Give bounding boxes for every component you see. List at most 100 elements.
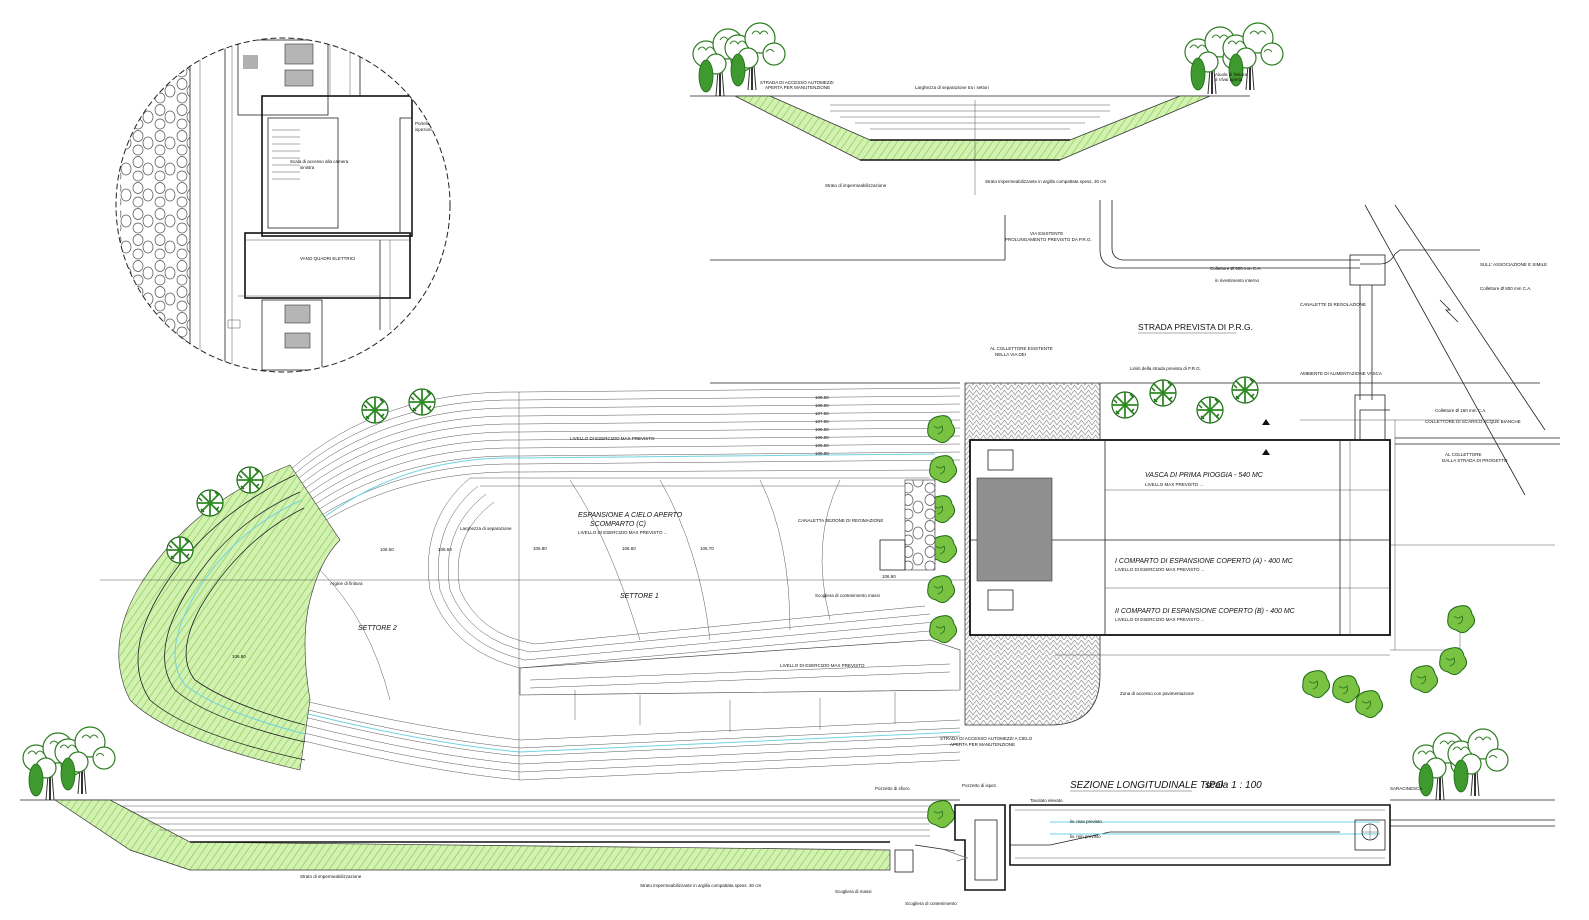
- svg-text:COLLETTORE DI SCARICO ACQUE BI: COLLETTORE DI SCARICO ACQUE BIANCHE: [1425, 419, 1521, 424]
- svg-text:106.90: 106.90: [882, 574, 896, 579]
- svg-text:Collettore Ø 600 mm C.A.: Collettore Ø 600 mm C.A.: [1210, 266, 1262, 271]
- svg-text:Strato di impermeabilizzazione: Strato di impermeabilizzazione: [825, 183, 887, 188]
- shrub-icon: [927, 575, 956, 604]
- detail-circle: Portella di ispezione Scala di accesso a…: [115, 37, 451, 373]
- shrub-icon: [1332, 675, 1361, 704]
- comparto-b-label: II COMPARTO DI ESPANSIONE COPERTO (B) - …: [1115, 608, 1296, 615]
- svg-text:LIVELLO DI ESERCIZIO MAX PREVI: LIVELLO DI ESERCIZIO MAX PREVISTO: [780, 663, 865, 668]
- svg-text:VANO QUADRI ELETTRICI: VANO QUADRI ELETTRICI: [300, 256, 355, 261]
- svg-text:Collettore Ø 160 mm C.A.: Collettore Ø 160 mm C.A.: [1435, 408, 1487, 413]
- svg-text:VIA ESISTENTE: VIA ESISTENTE: [1030, 231, 1063, 236]
- svg-text:106.60: 106.60: [622, 546, 636, 551]
- svg-text:Portella di: Portella di: [415, 121, 435, 126]
- svg-text:CANALETTA SEZIONE DI REGIMAZIO: CANALETTA SEZIONE DI REGIMAZIONE: [798, 518, 883, 523]
- svg-text:108.50: 108.50: [815, 395, 829, 400]
- top-right-area: VIA ESISTENTE PROLUNGAMENTO PREVISTO DA …: [710, 200, 1547, 496]
- svg-text:Limiti della strada prevista d: Limiti della strada prevista di P.R.G.: [1130, 366, 1201, 371]
- svg-text:LIVELLO DI ESERCIZIO MAX PREVI: LIVELLO DI ESERCIZIO MAX PREVISTO: [570, 436, 655, 441]
- section-title: SEZIONE LONGITUDINALE TIPO: [1070, 780, 1224, 791]
- shrub-icon: [1447, 605, 1476, 634]
- longitudinal-section: SEZIONE LONGITUDINALE TIPO scala 1 : 100: [20, 726, 1555, 906]
- section-scale: scala 1 : 100: [1205, 780, 1262, 791]
- contour-levels: 108.50 108.00 107.50 107.00 106.50 106.0…: [815, 395, 829, 456]
- svg-text:Scogliera di contenimento: Scogliera di contenimento: [905, 901, 957, 906]
- spot-levels: 106.50 106.60 106.80 106.60 106.70 106.9…: [232, 546, 896, 659]
- shrub-icon: [408, 388, 436, 416]
- svg-text:Zona di accesso con pavimentaz: Zona di accesso con pavimentazione: [1120, 691, 1195, 696]
- shrub-icon: [927, 800, 956, 829]
- shrub-icon: [1355, 690, 1384, 719]
- svg-text:AMBIENTE DI ALIMENTAZIONE VASC: AMBIENTE DI ALIMENTAZIONE VASCA: [1300, 371, 1382, 376]
- svg-text:Pozzetto di ispez.: Pozzetto di ispez.: [962, 783, 997, 788]
- svg-text:LIVELLO DI ESERCIZIO MAX PREVI: LIVELLO DI ESERCIZIO MAX PREVISTO ...: [1115, 617, 1204, 622]
- shrub-icon: [166, 536, 194, 564]
- svg-text:106.90: 106.90: [232, 654, 246, 659]
- shrub-icon: [1111, 391, 1139, 419]
- svg-text:Tavolato elevato: Tavolato elevato: [1030, 798, 1063, 803]
- shrub-icon: [361, 396, 389, 424]
- svg-text:APERTA PER MANUTENZIONE: APERTA PER MANUTENZIONE: [950, 742, 1015, 747]
- shrub-icon: [236, 466, 264, 494]
- shrub-icon: [1302, 670, 1331, 699]
- svg-text:liv. max previsto: liv. max previsto: [1070, 819, 1102, 824]
- svg-text:108.00: 108.00: [815, 403, 829, 408]
- svg-text:APERTA PER MANUTENZIONE: APERTA PER MANUTENZIONE: [765, 85, 830, 90]
- comparto-a-label: I COMPARTO DI ESPANSIONE COPERTO (A) - 4…: [1115, 558, 1294, 565]
- svg-text:Strato di impermeabilizzazione: Strato di impermeabilizzazione: [300, 874, 362, 879]
- shrub-icon: [1196, 396, 1224, 424]
- svg-text:105.50: 105.50: [815, 443, 829, 448]
- shrub-icon: [929, 615, 958, 644]
- cross-section: STRADA DI ACCESSO AUTOMEZZI APERTA PER M…: [690, 22, 1284, 195]
- settore-1-label: SETTORE 1: [620, 593, 659, 600]
- svg-text:SULL' ASSOCIAZIONE E SIMILE: SULL' ASSOCIAZIONE E SIMILE: [1480, 262, 1547, 267]
- shrub-icon: [196, 489, 224, 517]
- svg-text:106.50: 106.50: [815, 427, 829, 432]
- svg-text:STRADA DI ACCESSO AUTOMEZZI A: STRADA DI ACCESSO AUTOMEZZI A CIELO: [940, 736, 1033, 741]
- svg-text:Larghezza di separazione tra i: Larghezza di separazione tra i settori: [915, 85, 989, 90]
- svg-text:106.00: 106.00: [815, 435, 829, 440]
- svg-text:sinistra: sinistra: [300, 165, 315, 170]
- shrub-icon: [1149, 379, 1177, 407]
- svg-text:ispezione: ispezione: [415, 127, 435, 132]
- svg-text:STRADA DI ACCESSO AUTOMEZZI: STRADA DI ACCESSO AUTOMEZZI: [760, 80, 834, 85]
- svg-text:Strato impermeabilizzante in a: Strato impermeabilizzante in argilla com…: [640, 883, 762, 888]
- svg-text:CANALETTE DI REGOLAZIONE: CANALETTE DI REGOLAZIONE: [1300, 302, 1366, 307]
- shrub-icon: [929, 455, 958, 484]
- settore-2-label: SETTORE 2: [358, 625, 397, 632]
- shrub-icon: [1231, 376, 1259, 404]
- svg-text:a Vivai aperta: a Vivai aperta: [1215, 77, 1243, 82]
- espansione-label: ESPANSIONE A CIELO APERTO: [578, 512, 683, 519]
- svg-text:Scogliera di massi: Scogliera di massi: [835, 889, 872, 894]
- svg-text:106.60: 106.60: [438, 547, 452, 552]
- svg-text:106.80: 106.80: [533, 546, 547, 551]
- svg-text:107.00: 107.00: [815, 419, 829, 424]
- svg-text:Collettore Ø 800 mm C.A.: Collettore Ø 800 mm C.A.: [1480, 286, 1532, 291]
- svg-text:107.50: 107.50: [815, 411, 829, 416]
- shrub-icon: [1439, 647, 1468, 676]
- svg-text:106.70: 106.70: [700, 546, 714, 551]
- svg-text:105.00: 105.00: [815, 451, 829, 456]
- svg-text:SARACINESCA: SARACINESCA: [1390, 786, 1422, 791]
- vasca-prima-pioggia-label: VASCA DI PRIMA PIOGGIA - 540 MC: [1145, 472, 1264, 479]
- svg-text:LIVELLO DI ESERCIZIO MAX PREVI: LIVELLO DI ESERCIZIO MAX PREVISTO ...: [578, 530, 667, 535]
- svg-text:Pozzetto di sfioro: Pozzetto di sfioro: [875, 786, 910, 791]
- svg-text:AL COLLETTORE ESISTENTE: AL COLLETTORE ESISTENTE: [990, 346, 1053, 351]
- plan-view: VASCA DI PRIMA PIOGGIA - 540 MC I COMPAR…: [100, 376, 1560, 781]
- svg-text:NELLA VIA DEI: NELLA VIA DEI: [995, 352, 1026, 357]
- shrub-icon: [1410, 665, 1439, 694]
- svg-text:PROLUNGAMENTO PREVISTO DA P.R.: PROLUNGAMENTO PREVISTO DA P.R.G.: [1005, 237, 1092, 242]
- svg-text:Argine di finitura: Argine di finitura: [330, 581, 363, 586]
- svg-text:Larghezza di separazione: Larghezza di separazione: [460, 526, 512, 531]
- svg-text:DALLA STRADA DI PROGETTO: DALLA STRADA DI PROGETTO: [1442, 458, 1508, 463]
- svg-text:in rivestimento interno: in rivestimento interno: [1215, 278, 1260, 283]
- svg-text:Scala di accesso alla camera: Scala di accesso alla camera: [290, 159, 349, 164]
- svg-text:LIVELLO MAX PREVISTO ...: LIVELLO MAX PREVISTO ...: [1145, 482, 1203, 487]
- svg-text:liv. min previsto: liv. min previsto: [1070, 834, 1101, 839]
- svg-text:LIVELLO DI ESERCIZIO MAX PREVI: LIVELLO DI ESERCIZIO MAX PREVISTO ...: [1115, 567, 1204, 572]
- svg-text:Strato impermeabilizzante in a: Strato impermeabilizzante in argilla com…: [985, 179, 1107, 184]
- svg-text:106.50: 106.50: [380, 547, 394, 552]
- scomparto-c-label: SCOMPARTO (C): [590, 521, 646, 528]
- shrub-icon: [927, 415, 956, 444]
- svg-text:Scogliera di contenimento mass: Scogliera di contenimento massi: [815, 593, 880, 598]
